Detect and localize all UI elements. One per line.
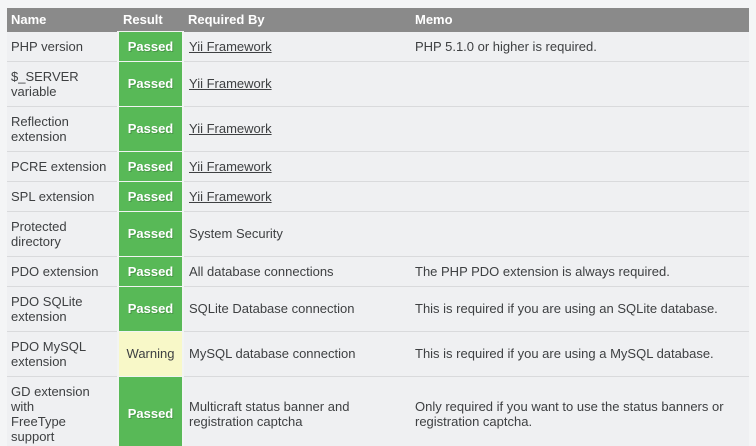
requirement-name: PHP version	[7, 31, 118, 62]
table-row: Reflection extension Passed Yii Framewor…	[7, 105, 749, 152]
memo-text	[410, 106, 749, 152]
header-row: Name Result Required By Memo	[7, 8, 749, 32]
required-by-text: Multicraft status banner and registratio…	[183, 376, 410, 446]
required-by-cell: Yii Framework	[183, 151, 410, 182]
required-by-cell: Yii Framework	[183, 181, 410, 212]
memo-text: Only required if you want to use the sta…	[410, 376, 749, 446]
required-by-link[interactable]: Yii Framework	[189, 158, 272, 174]
result-badge: Passed	[117, 210, 184, 257]
required-by-text: MySQL database connection	[183, 331, 410, 377]
table-body: PHP version Passed Yii Framework PHP 5.1…	[7, 31, 749, 446]
required-by-text: SQLite Database connection	[183, 286, 410, 332]
memo-text	[410, 61, 749, 107]
column-header-result: Result	[118, 8, 183, 32]
requirement-name: PDO MySQL extension	[7, 331, 118, 377]
table-row: PHP version Passed Yii Framework PHP 5.1…	[7, 31, 749, 62]
table-row: PDO extension Passed All database connec…	[7, 255, 749, 287]
required-by-link[interactable]: Yii Framework	[189, 121, 272, 136]
memo-text	[410, 151, 749, 182]
memo-text: The PHP PDO extension is always required…	[410, 256, 749, 287]
table-row: PDO MySQL extension Warning MySQL databa…	[7, 330, 749, 377]
requirement-name: Protected directory	[7, 211, 118, 257]
requirements-table: Name Result Required By Memo PHP version…	[7, 8, 749, 446]
required-by-link[interactable]: Yii Framework	[189, 38, 272, 54]
table-row: Protected directory Passed System Securi…	[7, 210, 749, 257]
column-header-name: Name	[7, 8, 118, 32]
requirement-name: SPL extension	[7, 181, 118, 212]
requirement-name: PCRE extension	[7, 151, 118, 182]
result-badge: Passed	[117, 285, 184, 332]
result-badge: Warning	[117, 330, 184, 377]
result-badge: Passed	[117, 105, 184, 152]
table-row: PCRE extension Passed Yii Framework	[7, 150, 749, 182]
memo-text	[410, 181, 749, 212]
table-row: SPL extension Passed Yii Framework	[7, 180, 749, 212]
result-badge: Passed	[117, 255, 184, 287]
required-by-cell: Yii Framework	[183, 61, 410, 107]
memo-text: PHP 5.1.0 or higher is required.	[410, 31, 749, 62]
requirement-name: GD extension with FreeType support	[7, 376, 118, 446]
result-badge: Passed	[117, 180, 184, 212]
required-by-link[interactable]: Yii Framework	[189, 76, 272, 91]
memo-text	[410, 211, 749, 257]
result-badge: Passed	[117, 375, 184, 446]
table-row: $_SERVER variable Passed Yii Framework	[7, 60, 749, 107]
requirement-name: $_SERVER variable	[7, 61, 118, 107]
column-header-required-by: Required By	[183, 8, 410, 32]
requirement-name: Reflection extension	[7, 106, 118, 152]
memo-text: This is required if you are using an SQL…	[410, 286, 749, 332]
result-badge: Passed	[117, 60, 184, 107]
result-badge: Passed	[117, 150, 184, 182]
required-by-text: System Security	[183, 211, 410, 257]
table-row: GD extension with FreeType support Passe…	[7, 375, 749, 446]
required-by-link[interactable]: Yii Framework	[189, 188, 272, 204]
required-by-cell: Yii Framework	[183, 31, 410, 62]
table-row: PDO SQLite extension Passed SQLite Datab…	[7, 285, 749, 332]
requirement-name: PDO SQLite extension	[7, 286, 118, 332]
required-by-cell: Yii Framework	[183, 106, 410, 152]
column-header-memo: Memo	[410, 8, 749, 32]
table-header: Name Result Required By Memo	[7, 8, 749, 32]
requirement-name: PDO extension	[7, 256, 118, 287]
required-by-text: All database connections	[183, 256, 410, 287]
memo-text: This is required if you are using a MySQ…	[410, 331, 749, 377]
result-badge: Passed	[117, 31, 184, 62]
